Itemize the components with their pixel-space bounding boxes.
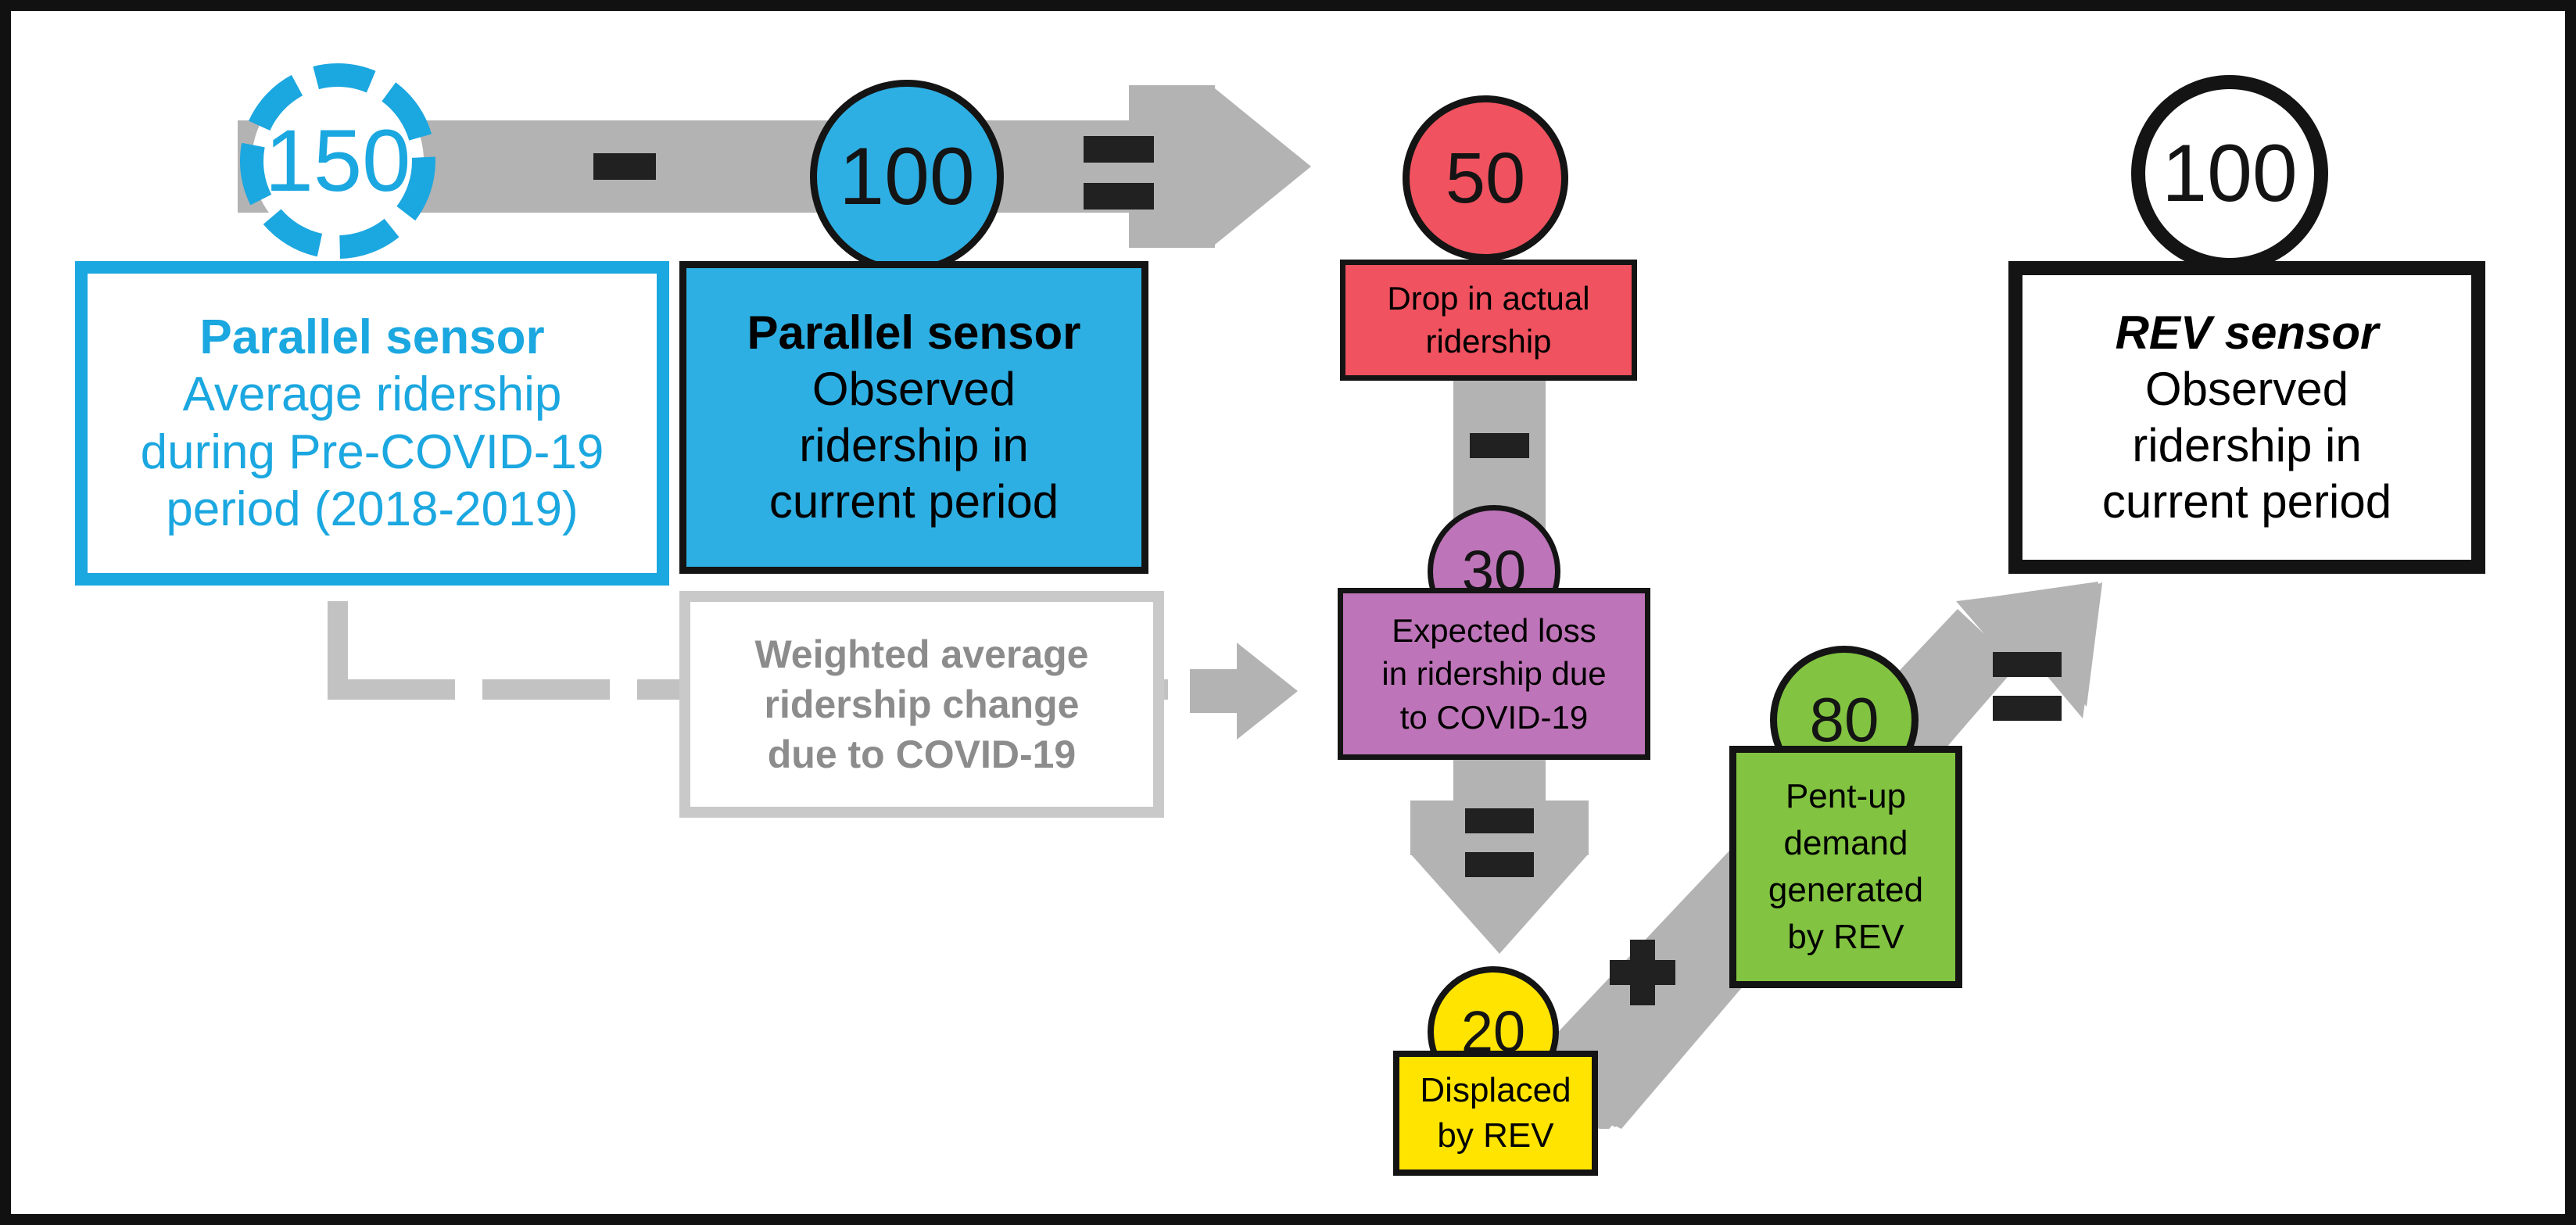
box-line-title: Parallel sensor <box>747 306 1081 359</box>
box-line-0: Displaced <box>1420 1070 1571 1109</box>
node-value-150: 150 <box>236 59 439 263</box>
small-arrow-head <box>1237 643 1298 740</box>
top-arrow-head <box>1211 85 1311 248</box>
box-line-1: ridership change <box>764 682 1080 726</box>
box-line-0: Pent-up <box>1785 777 1907 816</box>
box-weighted-average: Weighted average ridership change due to… <box>679 591 1164 818</box>
value-label-80: 80 <box>1809 685 1879 754</box>
value-label-100-parallel: 100 <box>839 131 975 222</box>
box-line-1: ridership <box>1425 322 1552 360</box>
box-pent-up: Pent-up demand generated by REV <box>1729 746 1962 988</box>
box-line-2: ridership in <box>799 419 1029 471</box>
dashed-circle-150 <box>240 63 435 259</box>
value-label-100-rev: 100 <box>2162 128 2298 219</box>
box-line-2: during Pre-COVID-19 <box>140 424 604 479</box>
small-arrow-shaft <box>1190 669 1237 713</box>
box-line-title: REV sensor <box>2115 306 2379 359</box>
box-line-0: Weighted average <box>754 632 1089 676</box>
box-line-3: by REV <box>1787 917 1904 956</box>
node-circle-100-parallel: 100 <box>810 80 1004 274</box>
box-line-3: current period <box>769 475 1059 528</box>
box-line-1: by REV <box>1437 1116 1554 1155</box>
equals-symbol-diagonal <box>1993 652 2062 721</box>
node-circle-50: 50 <box>1403 95 1568 261</box>
box-line-0: Drop in actual <box>1387 279 1590 317</box>
box-line-1: Observed <box>2144 363 2349 415</box>
box-line-3: current period <box>2101 475 2392 528</box>
box-line-1: Average ridership <box>182 367 562 422</box>
box-parallel-pre: Parallel sensor Average ridership during… <box>75 261 669 586</box>
box-rev-sensor: REV sensor Observed ridership in current… <box>2008 261 2485 574</box>
box-line-3: period (2018-2019) <box>166 482 579 536</box>
value-label-50: 50 <box>1445 138 1526 218</box>
box-expected-loss: Expected loss in ridership due to COVID-… <box>1338 588 1650 760</box>
box-line-1: Observed <box>811 363 1016 415</box>
box-parallel-observed: Parallel sensor Observed ridership in cu… <box>679 261 1148 574</box>
dashed-drop-stub <box>328 601 348 689</box>
dashed-seg-2 <box>482 679 610 700</box>
box-line-1: in ridership due <box>1381 655 1607 693</box>
value-label-150: 150 <box>264 112 411 210</box>
box-drop-actual: Drop in actual ridership <box>1340 260 1637 381</box>
box-line-title: Parallel sensor <box>199 310 545 365</box>
box-line-2: due to COVID-19 <box>767 732 1077 776</box>
minus-symbol-top <box>593 153 656 180</box>
top-arrow-head-block <box>1129 85 1215 248</box>
box-line-1: demand <box>1783 824 1908 863</box>
plus-symbol-diagonal <box>1610 940 1675 1005</box>
node-circle-100-rev: 100 <box>2131 75 2328 272</box>
dashed-seg-1 <box>328 679 455 700</box>
box-displaced: Displaced by REV <box>1393 1051 1598 1176</box>
box-line-0: Expected loss <box>1392 611 1596 649</box>
minus-symbol-vertical <box>1470 433 1529 458</box>
equals-symbol-top <box>1084 136 1154 210</box>
box-line-2: to COVID-19 <box>1399 698 1589 736</box>
box-line-2: ridership in <box>2132 419 2362 471</box>
box-line-2: generated <box>1768 871 1924 909</box>
equals-symbol-vertical <box>1465 808 1534 877</box>
